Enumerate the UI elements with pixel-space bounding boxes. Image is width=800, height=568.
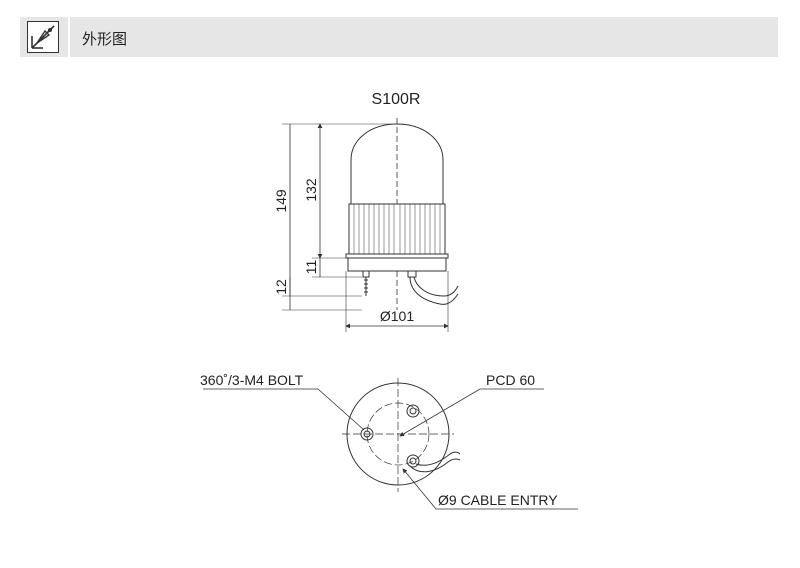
bolt-label: 360˚/3-M4 BOLT [200, 372, 304, 388]
model-title: S100R [372, 91, 421, 108]
header-divider [68, 17, 70, 57]
dim-base-height: 11 [303, 260, 319, 275]
dim-total-height: 149 [273, 189, 289, 213]
drafting-icon [27, 21, 59, 53]
section-header-bar [20, 17, 778, 57]
section-title: 外形图 [82, 30, 128, 48]
dim-diameter: Ø101 [380, 308, 414, 324]
cable-entry-label: Ø9 CABLE ENTRY [438, 492, 558, 508]
bottom-view [203, 378, 578, 510]
pcd-label: PCD 60 [486, 372, 535, 388]
dim-bolt-length: 12 [273, 279, 289, 295]
dim-body-height: 132 [303, 178, 319, 202]
side-view [282, 118, 459, 332]
